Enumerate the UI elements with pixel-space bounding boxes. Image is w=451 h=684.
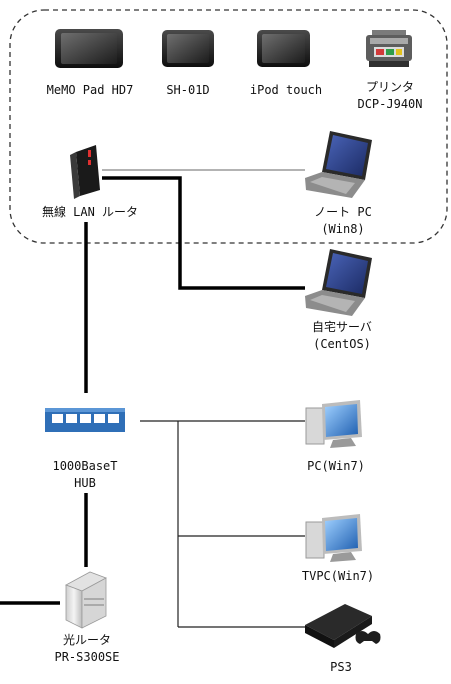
ps3-label: PS3: [330, 660, 352, 674]
printer-label: プリンタ DCP-J940N: [357, 80, 423, 111]
hub-distribution-lines: [140, 420, 305, 628]
memo-pad-label: MeMO Pad HD7: [46, 83, 134, 97]
wireless-router-icon: [70, 145, 100, 199]
pc-label: PC(Win7): [307, 459, 365, 473]
ps3-console-icon: [305, 604, 381, 648]
sh01d-icon: [162, 30, 214, 67]
tvpc-label: TVPC(Win7): [301, 569, 375, 583]
hub-label: 1000BaseT HUB: [52, 459, 118, 490]
pc-desktop-icon: [305, 400, 362, 448]
ipod-icon: [257, 30, 310, 67]
notebook-pc-icon: [305, 131, 372, 198]
optical-router-icon: [65, 571, 107, 629]
tvpc-desktop-icon: [305, 514, 362, 562]
optical-router-label: 光ルータ PR-S300SE: [54, 633, 120, 664]
hub-icon: [45, 408, 125, 432]
wireless-router-label: 無線 LAN ルータ: [41, 205, 139, 219]
home-server-icon: [305, 249, 372, 316]
sh01d-label: SH-01D: [166, 83, 210, 97]
notebook-pc-label: ノート PC (Win8): [314, 205, 372, 236]
ipod-label: iPod touch: [249, 83, 323, 97]
wired-link-router-server: [102, 176, 305, 290]
printer-icon: [366, 30, 412, 67]
home-server-label: 自宅サーバ (CentOS): [312, 320, 372, 351]
wireless-zone-boundary: [9, 9, 448, 244]
memo-pad-icon: [55, 29, 123, 68]
